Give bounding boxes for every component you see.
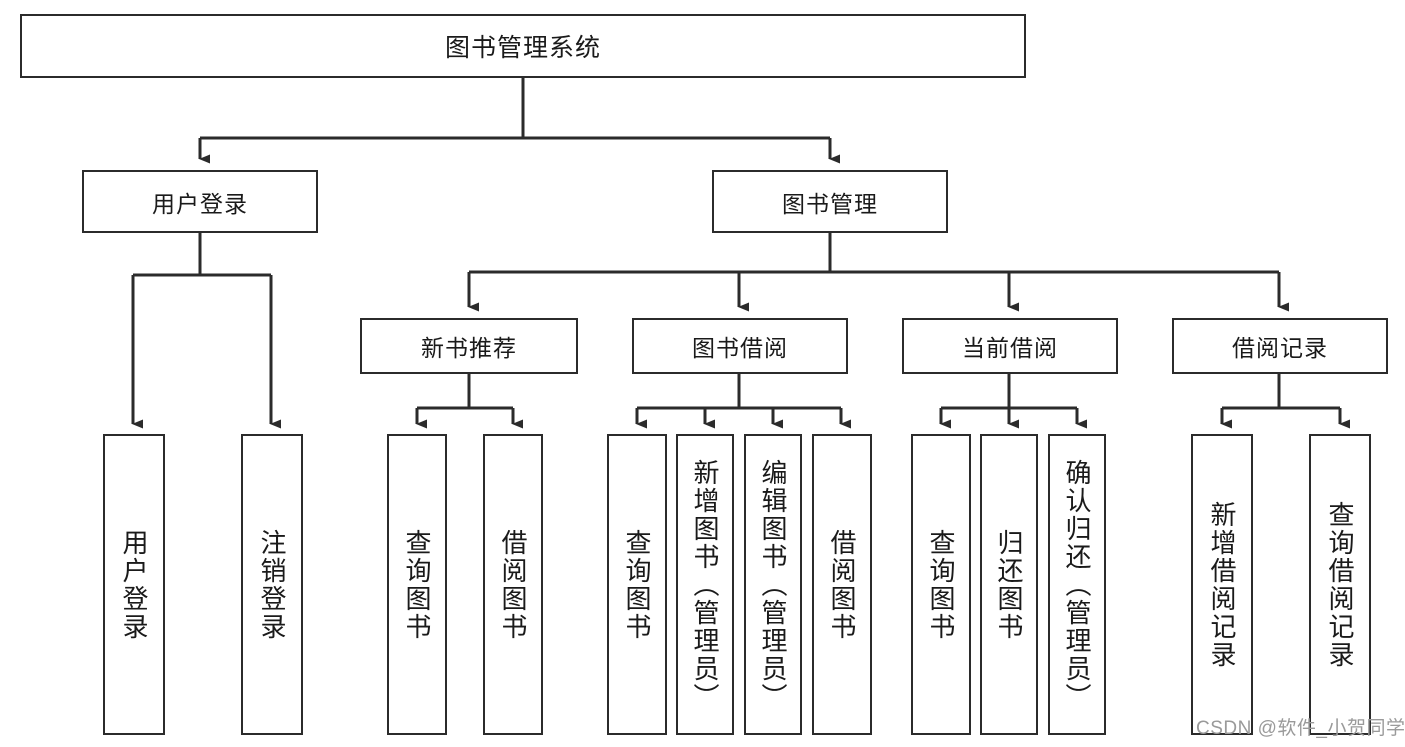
node-leaf-confirm-return[interactable]: 确认归还（管理员） [1048, 434, 1106, 735]
node-label: 查询图书 [622, 528, 653, 641]
node-label: 注销登录 [257, 528, 288, 641]
node-leaf-query-book-3[interactable]: 查询图书 [911, 434, 971, 735]
node-leaf-return-book[interactable]: 归还图书 [980, 434, 1038, 735]
node-label: 查询借阅记录 [1325, 500, 1356, 669]
node-label: 编辑图书（管理员） [758, 458, 789, 711]
node-user-login[interactable]: 用户登录 [82, 170, 318, 233]
node-leaf-query-book-2[interactable]: 查询图书 [607, 434, 667, 735]
node-book-management[interactable]: 图书管理 [712, 170, 948, 233]
node-label: 图书管理系统 [444, 34, 601, 62]
node-leaf-query-book-1[interactable]: 查询图书 [387, 434, 447, 735]
node-root-system[interactable]: 图书管理系统 [20, 14, 1026, 78]
node-leaf-query-borrow-record[interactable]: 查询借阅记录 [1309, 434, 1371, 735]
node-label: 查询图书 [402, 528, 433, 641]
node-book-borrow[interactable]: 图书借阅 [632, 318, 848, 374]
node-current-borrow[interactable]: 当前借阅 [902, 318, 1118, 374]
node-label: 图书管理 [782, 190, 878, 217]
node-label: 新增图书（管理员） [690, 458, 721, 711]
node-label: 用户登录 [119, 528, 150, 641]
node-leaf-user-login[interactable]: 用户登录 [103, 434, 165, 735]
node-leaf-add-borrow-record[interactable]: 新增借阅记录 [1191, 434, 1253, 735]
node-borrow-record[interactable]: 借阅记录 [1172, 318, 1388, 374]
node-label: 查询图书 [926, 528, 957, 641]
node-label: 归还图书 [994, 528, 1025, 641]
node-label: 借阅记录 [1232, 335, 1328, 361]
node-new-book-recommend[interactable]: 新书推荐 [360, 318, 578, 374]
node-label: 新书推荐 [421, 335, 517, 361]
watermark-text: CSDN @软件_小贺同学 [1196, 718, 1405, 739]
node-label: 当前借阅 [962, 335, 1058, 361]
node-label: 新增借阅记录 [1207, 500, 1238, 669]
node-label: 借阅图书 [498, 528, 529, 641]
node-leaf-add-book[interactable]: 新增图书（管理员） [676, 434, 734, 735]
node-label: 确认归还（管理员） [1062, 458, 1093, 711]
node-leaf-user-logout[interactable]: 注销登录 [241, 434, 303, 735]
node-label: 图书借阅 [692, 335, 788, 361]
node-label: 用户登录 [152, 190, 248, 217]
node-leaf-borrow-book-2[interactable]: 借阅图书 [812, 434, 872, 735]
node-leaf-borrow-book-1[interactable]: 借阅图书 [483, 434, 543, 735]
node-label: 借阅图书 [827, 528, 858, 641]
node-leaf-edit-book[interactable]: 编辑图书（管理员） [744, 434, 802, 735]
